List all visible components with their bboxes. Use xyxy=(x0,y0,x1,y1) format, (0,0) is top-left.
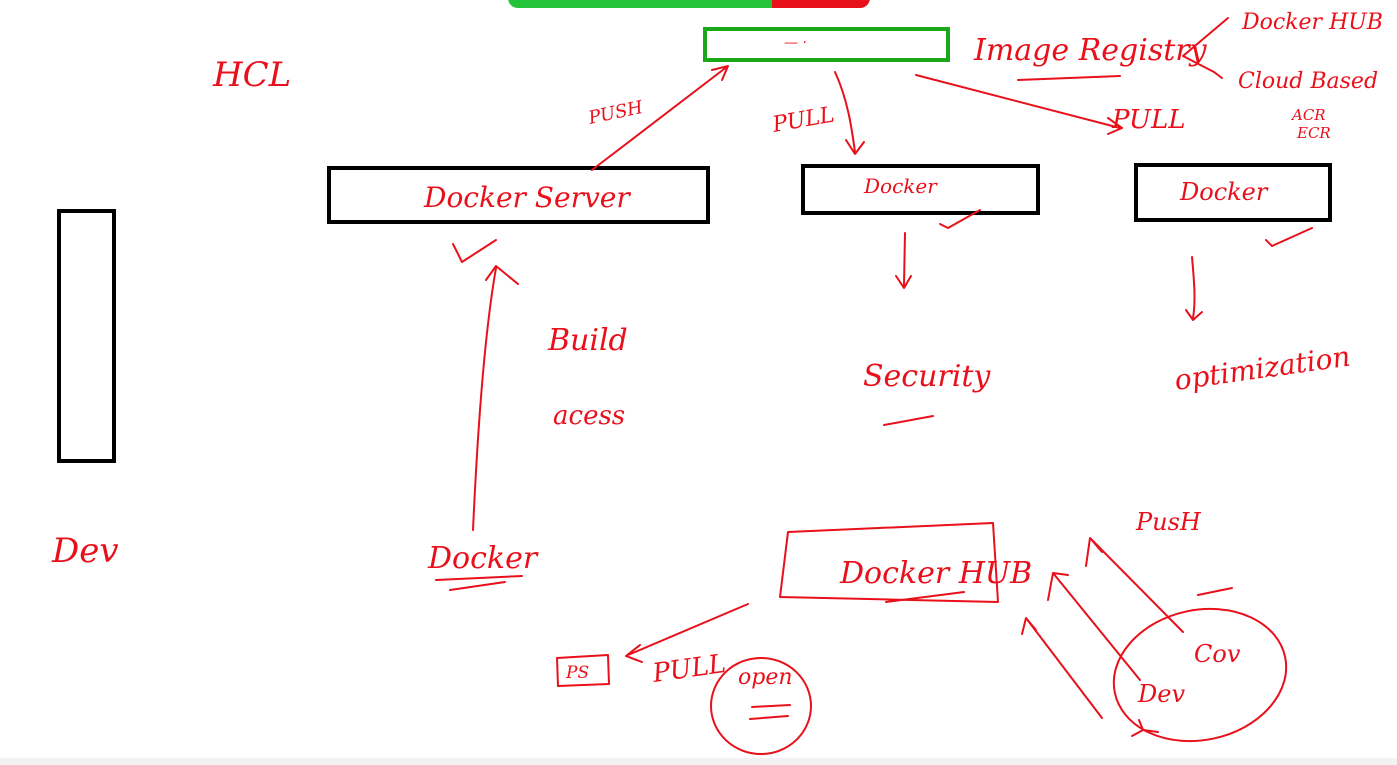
stop-share-button[interactable] xyxy=(772,0,870,8)
docker-hub-bottom-box xyxy=(779,522,999,603)
registry-branch xyxy=(1182,17,1229,79)
check-docker-right xyxy=(1265,227,1313,247)
docker-hub-bottom-label: Docker HUB xyxy=(839,556,1032,591)
docker-right-box xyxy=(1134,163,1332,222)
ecr-label: ECR xyxy=(1296,124,1331,142)
security-arrow xyxy=(895,232,912,289)
optimization-label: optimization xyxy=(1172,340,1352,397)
image-registry-label: Image Registry xyxy=(973,33,1208,68)
open-underline-2 xyxy=(749,715,789,720)
build-label: Build xyxy=(547,323,628,358)
pull-label-right: PULL xyxy=(1111,105,1185,135)
push-label: PUSH xyxy=(586,97,645,129)
push-arrow xyxy=(591,65,729,171)
check-docker-mid xyxy=(939,209,981,229)
security-label: Security xyxy=(863,359,991,394)
ps-label: PS xyxy=(565,663,589,683)
push-arrow-3 xyxy=(1021,617,1103,719)
bottom-strip xyxy=(0,758,1397,765)
push-arrow-1 xyxy=(1085,537,1184,633)
pull-arrow-mid xyxy=(834,71,865,155)
check-docker-server xyxy=(452,239,497,263)
docker-hub-underline xyxy=(885,591,965,603)
dev-label: Dev xyxy=(51,531,119,571)
dev-label-2: Dev xyxy=(1137,680,1185,708)
docker-hub-top-label: Docker HUB xyxy=(1241,10,1383,35)
open-circle xyxy=(710,657,812,755)
dev-box xyxy=(57,209,116,463)
push-label-2: PusH xyxy=(1135,508,1202,536)
cov-mark xyxy=(1197,587,1233,596)
docker-right-label: Docker xyxy=(1179,178,1269,206)
open-label: open xyxy=(738,665,793,690)
cloud-based-label: Cloud Based xyxy=(1238,69,1378,94)
access-label: acess xyxy=(553,401,625,431)
hcl-label: HCL xyxy=(212,55,291,95)
share-bar-status xyxy=(508,0,772,8)
image-registry-underline xyxy=(1017,75,1121,81)
security-underline xyxy=(883,415,934,426)
build-arrow xyxy=(472,265,519,531)
cov-label: Cov xyxy=(1194,640,1241,668)
screen-share-bar[interactable] xyxy=(508,0,870,8)
ps-box xyxy=(556,654,610,687)
optimization-arrow xyxy=(1185,256,1203,321)
image-registry-box xyxy=(703,27,950,62)
pull-arrow-right xyxy=(915,74,1123,135)
pull-label-mid: PULL xyxy=(770,102,837,138)
docker-bottom-label: Docker xyxy=(427,541,539,576)
dev-mark xyxy=(1131,719,1159,737)
push-arrow-2 xyxy=(1047,572,1141,681)
dev-cov-ellipse xyxy=(1112,607,1288,743)
docker-bottom-underline-1 xyxy=(435,575,523,581)
docker-server-box xyxy=(327,166,710,224)
docker-mid-box xyxy=(801,164,1040,215)
open-underline-1 xyxy=(751,704,791,708)
docker-server-label: Docker Server xyxy=(423,181,631,214)
pull-arrow-ps xyxy=(625,603,749,663)
docker-bottom-underline-2 xyxy=(449,581,506,591)
acr-label: ACR xyxy=(1290,106,1326,124)
registry-box-mark: — · xyxy=(784,35,807,51)
docker-mid-label: Docker xyxy=(863,174,938,198)
